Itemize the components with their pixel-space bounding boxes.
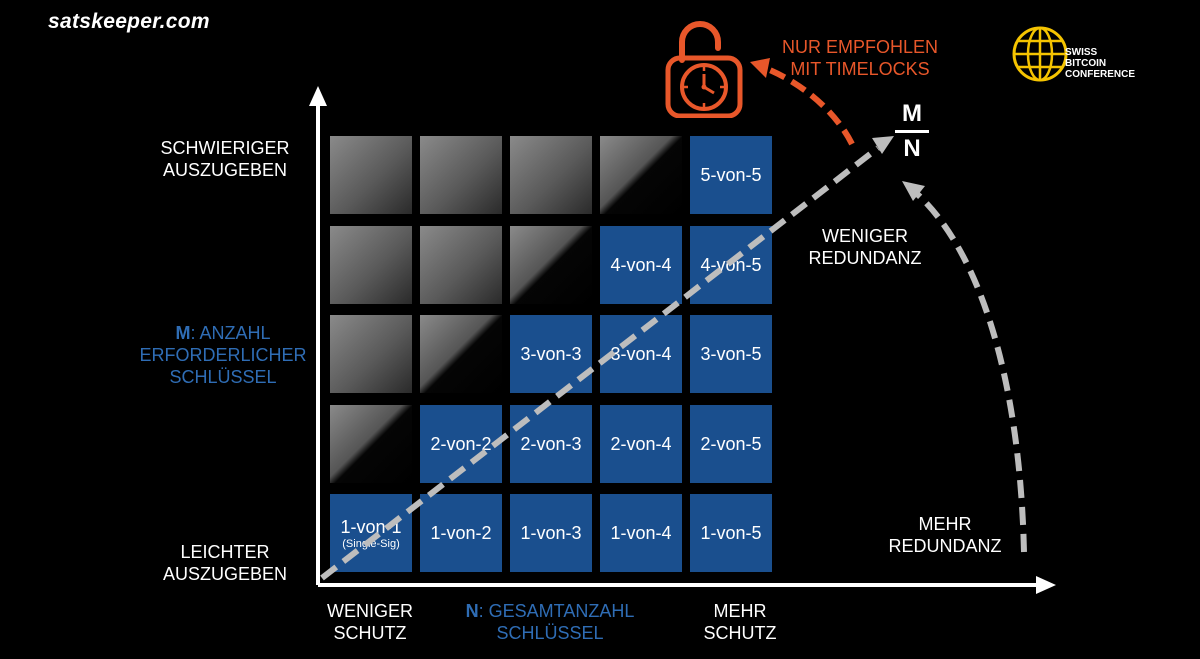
m-axis-label: M: ANZAHL ERFORDERLICHER SCHLÜSSEL [138,322,308,388]
logo-line-2: BITCOIN [1065,58,1107,69]
n-label-line-2: SCHLÜSSEL [496,623,604,643]
n-key: N [465,601,479,621]
redundancy-arrow-line [913,189,1027,553]
brand-label: satskeeper.com [48,10,210,33]
redundancy-arrow-head [902,181,925,201]
m-over-n-fraction: M N [890,100,934,163]
globe-icon [1012,26,1068,82]
less-redundancy-line-1: WENIGER [821,226,908,246]
n-axis-label: N: GESAMTANZAHL SCHLÜSSEL [460,600,640,644]
more-redundancy-line-1: MEHR [918,514,972,534]
x-left-label: WENIGER SCHUTZ [310,600,430,644]
logo-line-1: SWISS [1065,47,1098,58]
y-top-label-line-1: SCHWIERIGER [160,138,290,158]
n-label-line-1: : GESAMTANZAHL [478,601,635,621]
more-redundancy-label: MEHR REDUNDANZ [880,513,1010,557]
x-left-label-line-1: WENIGER [326,601,413,621]
timelock-line-2: MIT TIMELOCKS [790,59,930,79]
diagonal-arrow-head [872,136,894,154]
y-top-label: SCHWIERIGER AUSZUGEBEN [150,137,300,181]
y-bottom-label: LEICHTER AUSZUGEBEN [150,541,300,585]
timelock-label: NUR EMPFOHLEN MIT TIMELOCKS [770,36,950,80]
m-label-line-3: SCHLÜSSEL [169,367,277,387]
x-right-label-line-2: SCHUTZ [703,623,777,643]
y-bottom-label-line-1: LEICHTER [180,542,270,562]
logo-line-3: CONFERENCE [1065,69,1136,80]
y-top-label-line-2: AUSZUGEBEN [162,160,288,180]
m-label-line-1: : ANZAHL [190,323,271,343]
fraction-bar [895,130,929,133]
timelock-line-1: NUR EMPFOHLEN [781,37,938,57]
x-right-label: MEHR SCHUTZ [680,600,800,644]
fraction-top: M [902,100,922,127]
padlock-clock-icon [665,21,743,118]
fraction-bottom: N [903,135,921,162]
m-label-line-2: ERFORDERLICHER [139,345,307,365]
diagonal-arrow-line [320,145,880,581]
timelock-arrow-line [763,65,855,146]
logo-text: SWISS BITCOIN CONFERENCE [1065,47,1135,80]
less-redundancy-label: WENIGER REDUNDANZ [800,225,930,269]
timelock-arrow-head [750,58,770,78]
x-left-label-line-2: SCHUTZ [333,623,407,643]
more-redundancy-line-2: REDUNDANZ [888,536,1002,556]
x-right-label-line-1: MEHR [713,601,767,621]
m-key: M [175,323,191,343]
y-bottom-label-line-2: AUSZUGEBEN [162,564,288,584]
less-redundancy-line-2: REDUNDANZ [808,248,922,268]
